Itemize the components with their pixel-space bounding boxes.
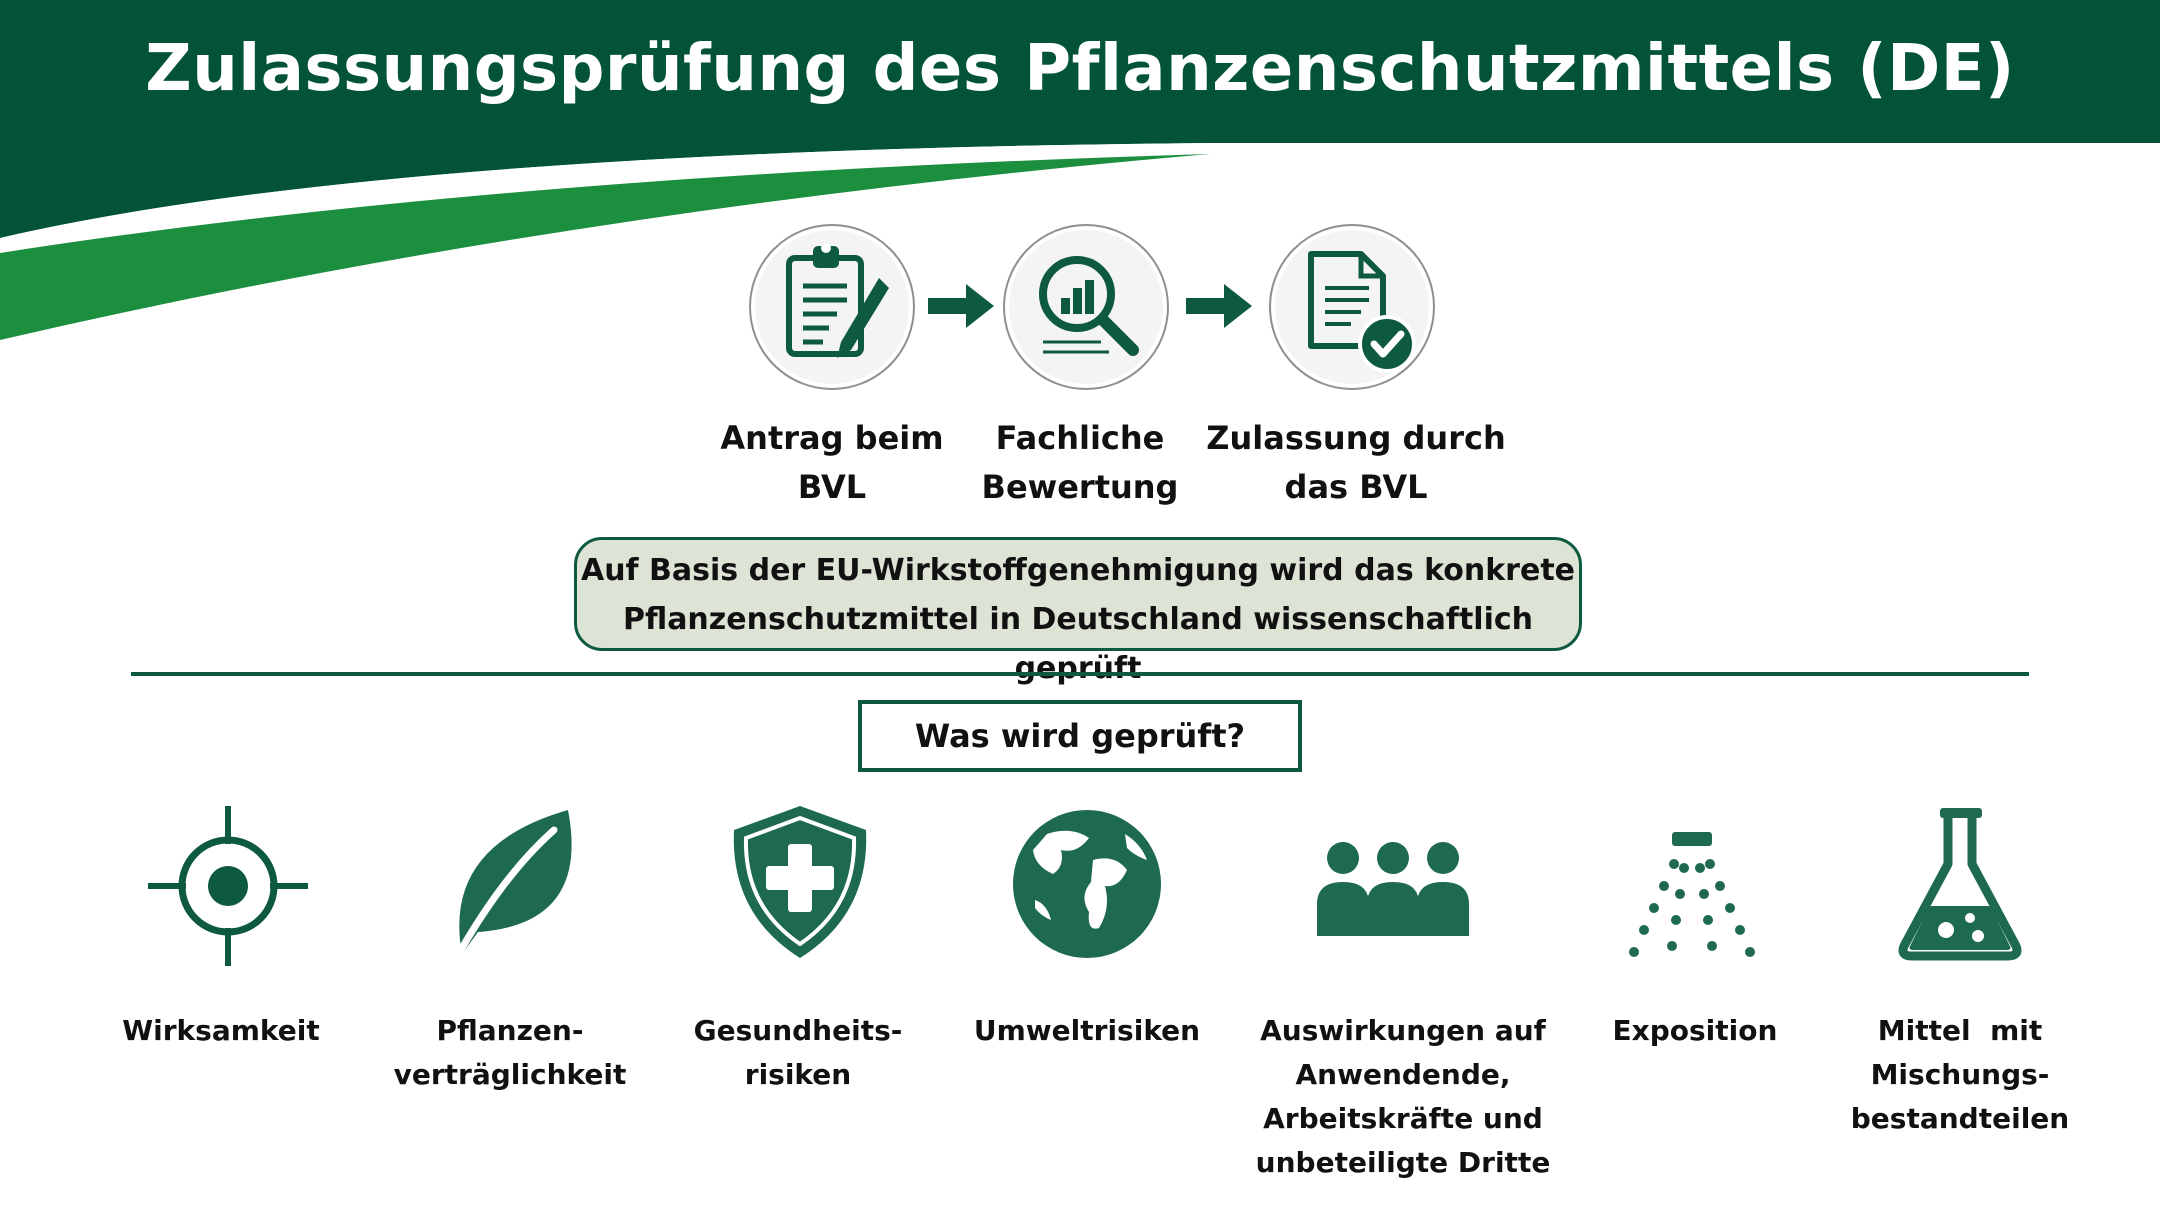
document-check-icon [1269, 224, 1435, 390]
target-icon [148, 806, 308, 966]
criterion-label-mixture-components: Mittel mit Mischungs- bestandteilen [1850, 1014, 2070, 1135]
magnifier-chart-icon [1003, 224, 1169, 390]
criterion-label-environmental-risks: Umweltrisiken [973, 1014, 1201, 1047]
criterion-label-exposure: Exposition [1612, 1014, 1778, 1047]
arrow-right-icon [1186, 284, 1252, 328]
page-title: Zulassungsprüfung des Pflanzenschutzmitt… [145, 32, 2015, 106]
question-box: Was wird geprüft? [858, 700, 1302, 772]
divider [131, 672, 2029, 676]
criterion-label-efficacy: Wirksamkeit [122, 1014, 320, 1047]
arrow-right-icon [928, 284, 994, 328]
sprayer-icon [1629, 832, 1755, 957]
step-label-application: Antrag beim BVL [720, 419, 944, 506]
step-label-assessment: Fachliche Bewertung [981, 419, 1179, 506]
step-label-approval: Zulassung durch das BVL [1206, 419, 1506, 506]
shield-cross-icon [733, 806, 867, 958]
criterion-label-effects-on-people: Auswirkungen auf Anwendende, Arbeitskräf… [1255, 1014, 1551, 1179]
globe-icon [1013, 810, 1161, 958]
people-icon [1317, 842, 1469, 936]
criterion-label-plant-tolerance: Pflanzen- verträglichkeit [393, 1014, 627, 1091]
criterion-label-health-risks: Gesundheits- risiken [693, 1014, 903, 1091]
flask-icon [1898, 808, 2022, 961]
header-banner [0, 0, 2160, 340]
leaf-icon [450, 810, 572, 966]
clipboard-pen-icon [749, 224, 915, 390]
info-box: Auf Basis der EU-Wirkstoffgenehmigung wi… [574, 537, 1582, 686]
